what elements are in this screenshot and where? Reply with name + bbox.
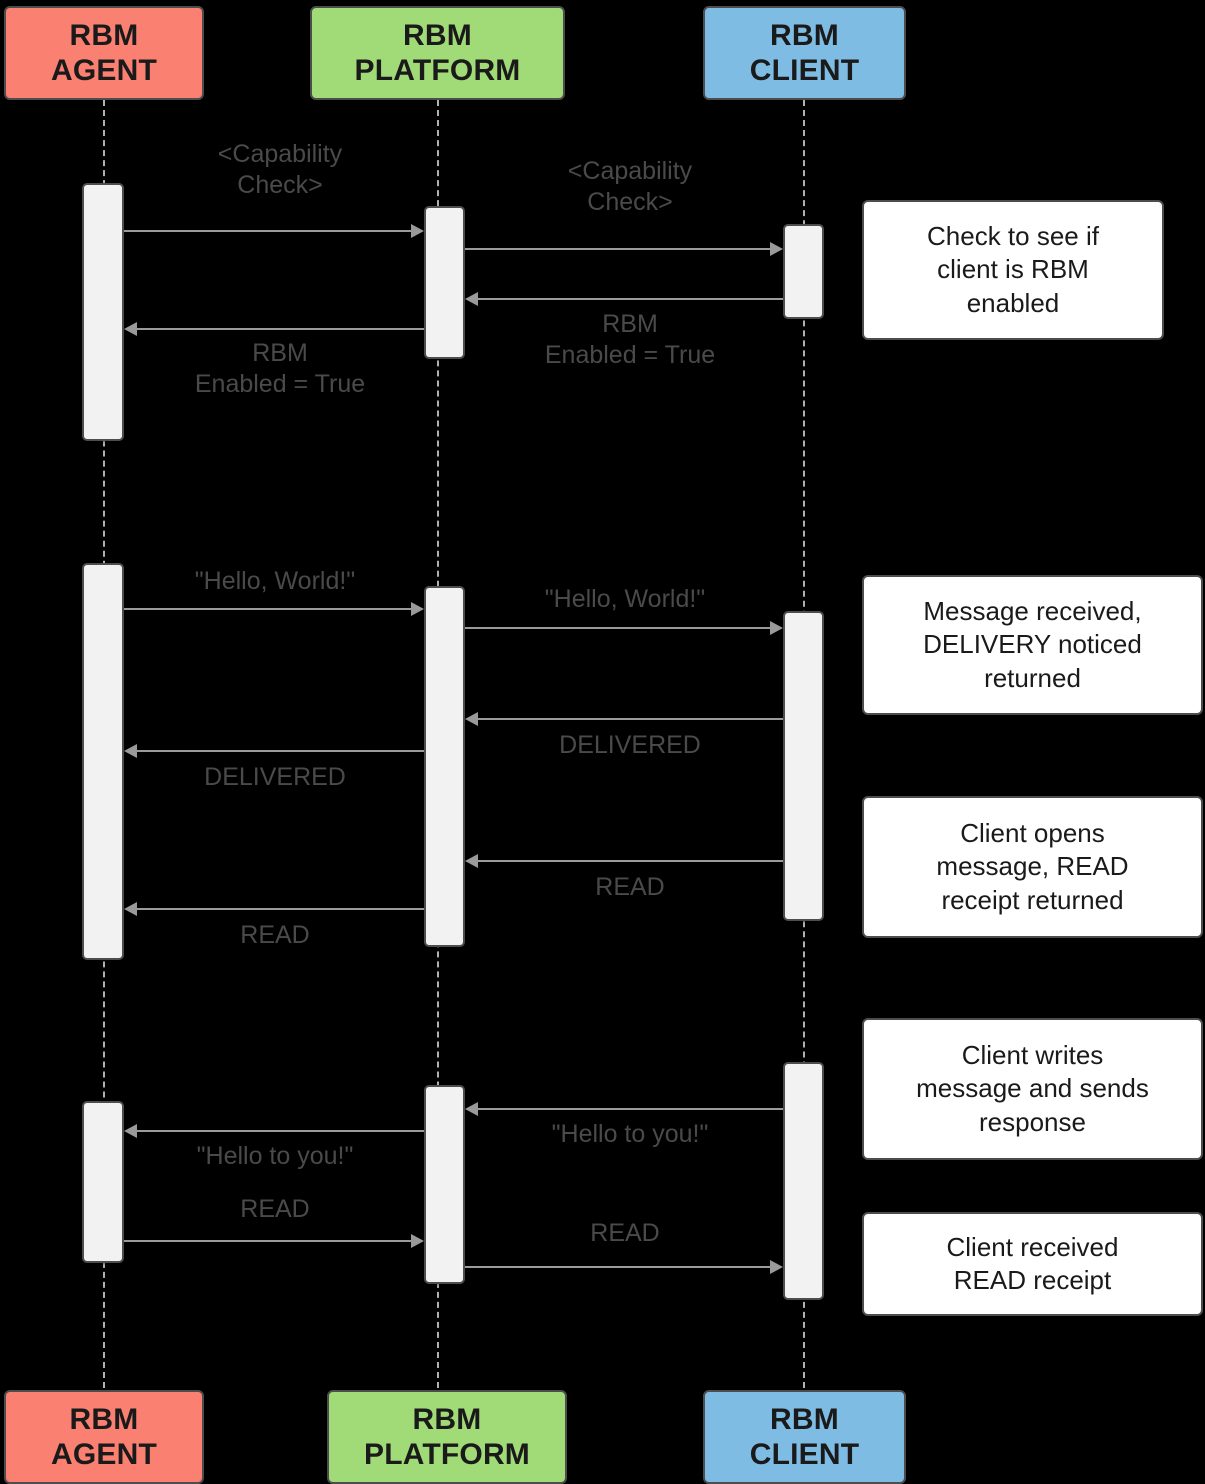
arrow-head-m11 [465, 1102, 478, 1116]
arrow-head-m7 [465, 712, 478, 726]
actor-header-agent-line2: AGENT [51, 54, 157, 87]
actor-header-platform[interactable]: RBM PLATFORM [310, 6, 565, 100]
message-line-m5 [124, 608, 411, 610]
message-label-m2: <Capability Check> [567, 157, 693, 216]
arrow-head-m5 [411, 602, 424, 616]
actor-header-agent[interactable]: RBM AGENT [4, 6, 204, 100]
actor-footer-client-line2: CLIENT [749, 1438, 860, 1471]
arrow-head-m14 [770, 1260, 783, 1274]
message-label-m10: READ [240, 921, 310, 949]
actor-header-platform-line1: RBM [403, 18, 472, 52]
message-line-m9 [478, 860, 783, 862]
actor-header-agent-line1: RBM [69, 18, 139, 52]
message-label-m9: READ [595, 873, 665, 901]
note-message-received-delivery: Message received, DELIVERY noticed retur… [862, 575, 1203, 715]
message-label-m12: "Hello to you!" [196, 1142, 354, 1170]
activation-platform-2[interactable] [424, 586, 465, 947]
message-label-m3: RBM Enabled = True [544, 310, 716, 369]
actor-footer-client[interactable]: RBM CLIENT [703, 1390, 906, 1484]
message-label-m6: "Hello, World!" [544, 585, 706, 613]
message-line-m10 [137, 908, 424, 910]
message-label-m4: RBM Enabled = True [194, 339, 366, 398]
message-label-m1: <Capability Check> [217, 140, 343, 199]
arrow-head-m2 [770, 242, 783, 256]
arrow-head-m9 [465, 854, 478, 868]
actor-header-platform-line2: PLATFORM [354, 54, 521, 87]
arrow-head-m6 [770, 621, 783, 635]
actor-footer-agent-line1: RBM [69, 1402, 139, 1436]
actor-footer-platform[interactable]: RBM PLATFORM [327, 1390, 567, 1484]
activation-agent-3[interactable] [82, 1101, 124, 1263]
note-client-writes-message: Client writes message and sends response [862, 1018, 1203, 1160]
note-client-opens-message: Client opens message, READ receipt retur… [862, 796, 1203, 938]
actor-header-client[interactable]: RBM CLIENT [703, 6, 906, 100]
arrow-head-m12 [124, 1124, 137, 1138]
message-label-m8: DELIVERED [204, 763, 346, 791]
actor-footer-agent-line2: AGENT [51, 1438, 157, 1471]
actor-footer-client-line1: RBM [770, 1402, 839, 1436]
message-line-m14 [465, 1266, 770, 1268]
message-label-m11: "Hello to you!" [551, 1120, 709, 1148]
arrow-head-m1 [411, 224, 424, 238]
activation-agent-1[interactable] [82, 183, 124, 441]
arrow-head-m8 [124, 744, 137, 758]
activation-agent-2[interactable] [82, 563, 124, 960]
message-label-m14: READ [590, 1219, 660, 1247]
message-line-m11 [478, 1108, 783, 1110]
activation-platform-1[interactable] [424, 206, 465, 359]
activation-client-2[interactable] [783, 611, 824, 921]
actor-header-client-line2: CLIENT [749, 54, 860, 87]
note-client-received-read-receipt: Client received READ receipt [862, 1212, 1203, 1316]
message-label-m5: "Hello, World!" [194, 567, 356, 595]
activation-platform-3[interactable] [424, 1085, 465, 1284]
message-line-m2 [465, 248, 770, 250]
message-line-m7 [478, 718, 783, 720]
message-line-m4 [137, 328, 424, 330]
actor-footer-platform-line1: RBM [412, 1402, 482, 1436]
activation-client-3[interactable] [783, 1062, 824, 1300]
actor-footer-agent[interactable]: RBM AGENT [4, 1390, 204, 1484]
actor-header-client-line1: RBM [770, 18, 839, 52]
arrow-head-m3 [465, 292, 478, 306]
arrow-head-m4 [124, 322, 137, 336]
message-label-m7: DELIVERED [559, 731, 701, 759]
message-line-m1 [124, 230, 411, 232]
note-check-rbm-enabled: Check to see if client is RBM enabled [862, 200, 1164, 340]
arrow-head-m10 [124, 902, 137, 916]
message-line-m12 [137, 1130, 424, 1132]
message-line-m3 [478, 298, 783, 300]
message-line-m8 [137, 750, 424, 752]
activation-client-1[interactable] [783, 224, 824, 319]
message-line-m13 [124, 1240, 411, 1242]
message-line-m6 [465, 627, 770, 629]
arrow-head-m13 [411, 1234, 424, 1248]
actor-footer-platform-line2: PLATFORM [363, 1438, 530, 1471]
message-label-m13: READ [240, 1195, 310, 1223]
